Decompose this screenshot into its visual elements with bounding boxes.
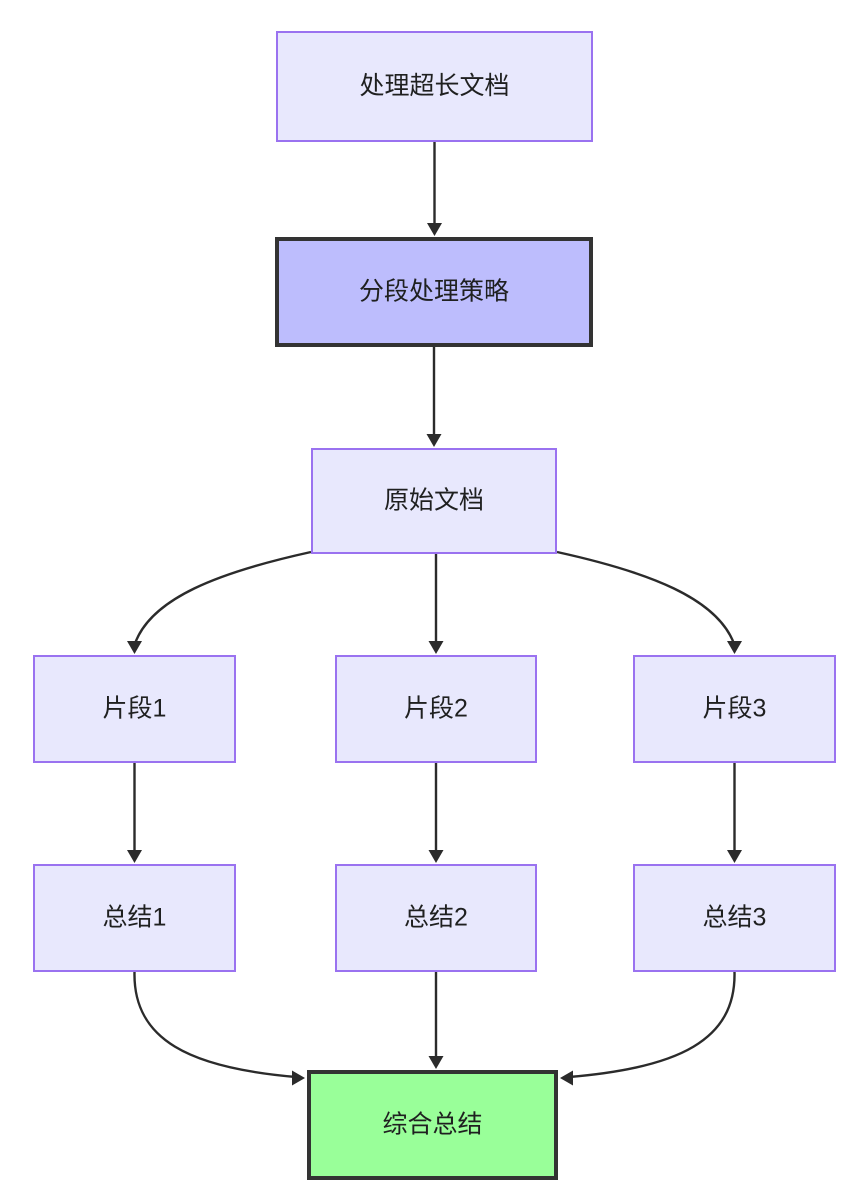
node-process-long-document[interactable]: 处理超长文档 — [276, 31, 593, 142]
node-box[interactable] — [335, 864, 537, 972]
edge-line — [568, 971, 736, 1079]
node-box[interactable] — [275, 237, 593, 347]
node-label: 处理超长文档 — [359, 72, 509, 100]
arrowhead-icon — [127, 641, 142, 654]
node-label: 片段1 — [103, 695, 167, 723]
node-box[interactable] — [311, 448, 557, 554]
node-summary-3[interactable]: 总结3 — [633, 864, 836, 972]
edge-line — [133, 550, 312, 646]
arrowhead-icon — [427, 223, 442, 236]
node-box[interactable] — [335, 655, 537, 763]
node-label: 原始文档 — [384, 487, 484, 515]
arrowhead-icon — [292, 1070, 305, 1086]
edges-layer — [127, 142, 742, 1086]
node-label: 片段2 — [404, 695, 468, 723]
node-combined-summary[interactable]: 综合总结 — [307, 1070, 558, 1180]
node-box[interactable] — [633, 864, 836, 972]
node-label: 片段3 — [703, 695, 767, 723]
arrowhead-icon — [727, 641, 742, 654]
arrowhead-icon — [428, 850, 444, 863]
node-summary-2[interactable]: 总结2 — [335, 864, 537, 972]
node-box[interactable] — [276, 31, 593, 142]
arrowhead-icon — [428, 1056, 444, 1069]
node-label: 总结2 — [404, 904, 468, 932]
edge-summary-3-to-combined-summary — [560, 971, 736, 1086]
arrowhead-icon — [127, 850, 142, 863]
node-box[interactable] — [307, 1070, 558, 1180]
arrowhead-icon — [426, 434, 442, 447]
edge-chunk-strategy-to-source-document — [426, 347, 442, 447]
node-chunking-strategy[interactable]: 分段处理策略 — [275, 237, 593, 347]
edge-source-document-to-fragment-2 — [428, 554, 444, 654]
edge-fragment-1-to-summary-1 — [127, 763, 142, 863]
node-fragment-1[interactable]: 片段1 — [33, 655, 236, 763]
node-fragment-3[interactable]: 片段3 — [633, 655, 836, 763]
edge-line — [556, 550, 736, 646]
node-fragment-2[interactable]: 片段2 — [335, 655, 537, 763]
node-label: 分段处理策略 — [359, 278, 509, 306]
arrowhead-icon — [727, 850, 742, 863]
node-label: 综合总结 — [382, 1111, 482, 1139]
node-box[interactable] — [33, 655, 236, 763]
edge-source-document-to-fragment-3 — [556, 550, 742, 654]
node-summary-1[interactable]: 总结1 — [33, 864, 236, 972]
edge-fragment-3-to-summary-3 — [727, 763, 742, 863]
edge-fragment-2-to-summary-2 — [428, 763, 444, 863]
edge-summary-1-to-combined-summary — [133, 971, 305, 1086]
node-label: 总结1 — [103, 904, 167, 932]
node-box[interactable] — [33, 864, 236, 972]
node-box[interactable] — [633, 655, 836, 763]
node-source-document[interactable]: 原始文档 — [311, 448, 557, 554]
edge-line — [133, 971, 297, 1079]
edge-source-document-to-fragment-1 — [127, 550, 312, 654]
node-label: 总结3 — [703, 904, 767, 932]
edge-long-document-to-chunk-strategy — [427, 142, 442, 236]
arrowhead-icon — [560, 1070, 573, 1086]
edge-summary-2-to-combined-summary — [428, 972, 444, 1069]
arrowhead-icon — [428, 641, 444, 654]
